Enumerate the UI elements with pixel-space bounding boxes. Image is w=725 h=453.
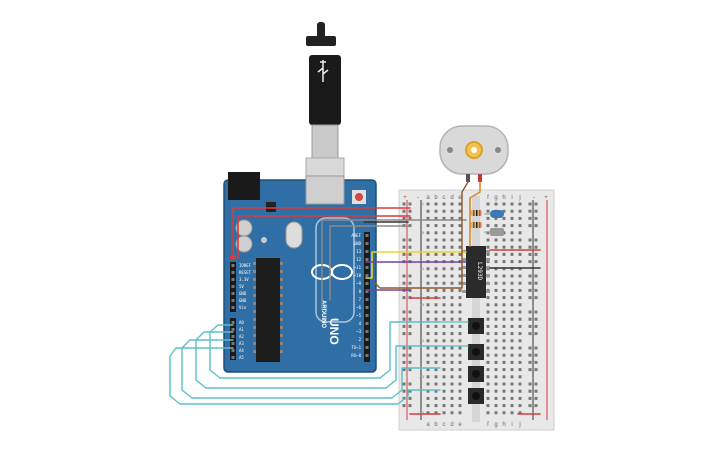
pushbutton[interactable]: [468, 344, 484, 360]
breadboard-column-letter: h: [502, 195, 505, 201]
breadboard-row-number: 20: [420, 338, 425, 343]
ic-chip[interactable]: L293D: [462, 246, 490, 298]
breadboard-column-letter: j: [518, 195, 520, 201]
breadboard-row-number: 10: [420, 266, 425, 271]
breadboard-column-letter: h: [502, 422, 505, 428]
wire-cyan[interactable]: [195, 331, 441, 389]
wire-cyan[interactable]: [209, 321, 441, 379]
breadboard-column-letter: c: [443, 195, 446, 201]
power-pin-label: Vin: [239, 305, 247, 310]
digital-pin-label: ~10: [354, 273, 362, 278]
breadboard-row-number: 1: [422, 201, 425, 206]
dc-motor[interactable]: [439, 125, 509, 182]
reset-button[interactable]: [355, 193, 363, 201]
analog-header[interactable]: [230, 318, 236, 360]
pushbutton[interactable]: [468, 318, 484, 334]
wire-gray[interactable]: [329, 225, 411, 301]
digital-pin-label: 4: [359, 321, 362, 326]
breadboard-column-letter: g: [494, 422, 497, 428]
resistor[interactable]: [470, 222, 482, 228]
breadboard-column-letter: g: [494, 195, 497, 201]
analog-pin-label: A3: [239, 341, 244, 346]
digital-pin-label: 7: [359, 297, 362, 302]
rail-sign: -: [533, 195, 535, 201]
crystal: [285, 221, 303, 249]
breadboard-column-letter: j: [518, 422, 520, 428]
rail-sign: +: [544, 195, 548, 201]
digital-pin-label: 13: [356, 249, 361, 254]
digital-pin-label: ~5: [356, 313, 361, 318]
digital-pin-label: ~9: [356, 281, 361, 286]
digital-pin-label: ~11: [354, 265, 362, 270]
digital-pin-label: TX→1: [351, 345, 361, 350]
analog-pin-label: A5: [239, 355, 244, 360]
breadboard-column-letter: i: [511, 422, 512, 428]
digital-pin-label: ~3: [356, 329, 361, 334]
breadboard-row-number: 25: [420, 374, 425, 379]
breadboard-column-letter: e: [458, 195, 462, 201]
digital-pin-label: RX←0: [351, 353, 361, 358]
breadboard-column-letter: a: [426, 422, 430, 428]
wire-cyan[interactable]: [181, 339, 441, 399]
analog-pin-label: A1: [239, 327, 244, 332]
rail-sign: -: [417, 195, 419, 201]
power-pin-label: RESET: [239, 270, 252, 275]
power-pin-label: GND: [239, 298, 247, 303]
analog-pin-label: A2: [239, 334, 244, 339]
digital-pin-label: 8: [359, 289, 362, 294]
arduino-brand-label: ARDUINO: [320, 300, 326, 328]
wire-yellow[interactable]: [365, 251, 467, 279]
rail-sign: +: [403, 195, 407, 201]
wire-cyan[interactable]: [439, 321, 469, 347]
power-pin-label: 5V: [239, 284, 244, 289]
breadboard-column-letter: d: [450, 422, 453, 428]
power-pin-label: 3.3V: [239, 277, 249, 282]
digital-pin-label: AREF: [351, 233, 361, 238]
digital-pin-label: ~6: [356, 305, 361, 310]
arduino-board[interactable]: ARDUINO UNO AREF GND 13 12 ~11 ~10 ~9 8 7 ~6 ~5 4 ~3…: [223, 172, 377, 373]
ic-label: L293D: [476, 262, 483, 280]
breadboard-column-letter: i: [511, 195, 512, 201]
power-pin-label: IOREF: [239, 263, 252, 268]
digital-pin-label: 2: [359, 337, 362, 342]
wire-brown[interactable]: [373, 181, 469, 289]
digital-pin-label: 12: [356, 257, 361, 262]
wire-gray[interactable]: [321, 219, 467, 311]
breadboard-row-number: 15: [420, 302, 425, 307]
breadboard-column-letter: a: [426, 195, 430, 201]
usb-symbol-icon: [317, 60, 329, 82]
power-jack: [228, 172, 260, 200]
breadboard-column-letter: d: [450, 195, 453, 201]
wire-orange[interactable]: [469, 181, 481, 247]
breadboard-column-letter: f: [487, 195, 489, 201]
arduino-model-label: UNO: [327, 318, 341, 345]
breadboard-row-number: 5: [422, 230, 425, 235]
pushbutton[interactable]: [468, 388, 484, 404]
breadboard-column-letter: c: [443, 422, 446, 428]
analog-pin-label: A4: [239, 348, 244, 353]
wire-cyan[interactable]: [169, 347, 441, 405]
breadboard-column-letter: e: [458, 422, 462, 428]
usb-cable[interactable]: [305, 22, 345, 191]
diode[interactable]: [490, 228, 504, 236]
capacitor[interactable]: [490, 210, 504, 218]
analog-pin-label: A0: [239, 320, 244, 325]
breadboard-row-number: 30: [420, 410, 425, 415]
atmega-chip: [256, 258, 280, 362]
breadboard-column-letter: b: [434, 422, 438, 428]
breadboard-column-letter: f: [487, 422, 489, 428]
wire-red[interactable]: [232, 207, 411, 259]
digital-header[interactable]: [364, 232, 370, 362]
breadboard-column-letter: b: [434, 195, 438, 201]
digital-pin-label: GND: [354, 241, 362, 246]
power-pin-label: GND: [239, 291, 247, 296]
usb-port: [305, 175, 345, 205]
wire-red[interactable]: [237, 215, 411, 259]
resistor[interactable]: [470, 210, 482, 216]
pushbutton[interactable]: [468, 366, 484, 382]
